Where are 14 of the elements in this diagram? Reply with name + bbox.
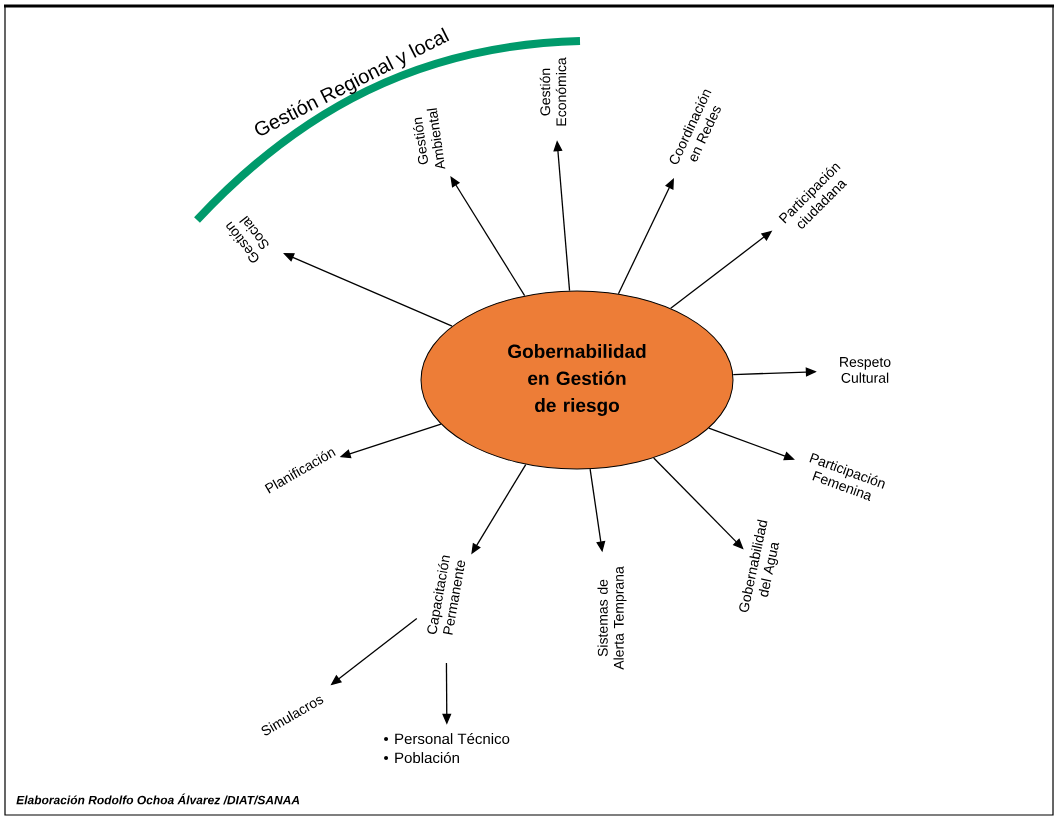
topic-label: Respeto Cultural xyxy=(840,357,891,383)
arrow xyxy=(450,176,526,297)
arrow xyxy=(708,427,795,461)
node-label: Personal Técnico xyxy=(395,732,510,745)
credit-caption: Elaboración Rodolfo Ochoa Álvarez /DIAT/SANAA xyxy=(16,793,300,805)
topic-label: Gestión Ambiental xyxy=(412,108,446,169)
topic-label: Capacitación Permanente xyxy=(427,555,466,635)
arrow xyxy=(283,253,453,327)
topic-label: Gestión Económica xyxy=(539,57,567,126)
topic-label: Sistemas de Alerta Temprana xyxy=(597,566,627,670)
arrow xyxy=(617,178,674,295)
node-label: Población xyxy=(395,751,459,764)
bullet-list: Personal Técnico Población xyxy=(384,732,510,764)
ellipse-node: Gobernabilidad en Gestión de riesgo xyxy=(420,290,734,470)
